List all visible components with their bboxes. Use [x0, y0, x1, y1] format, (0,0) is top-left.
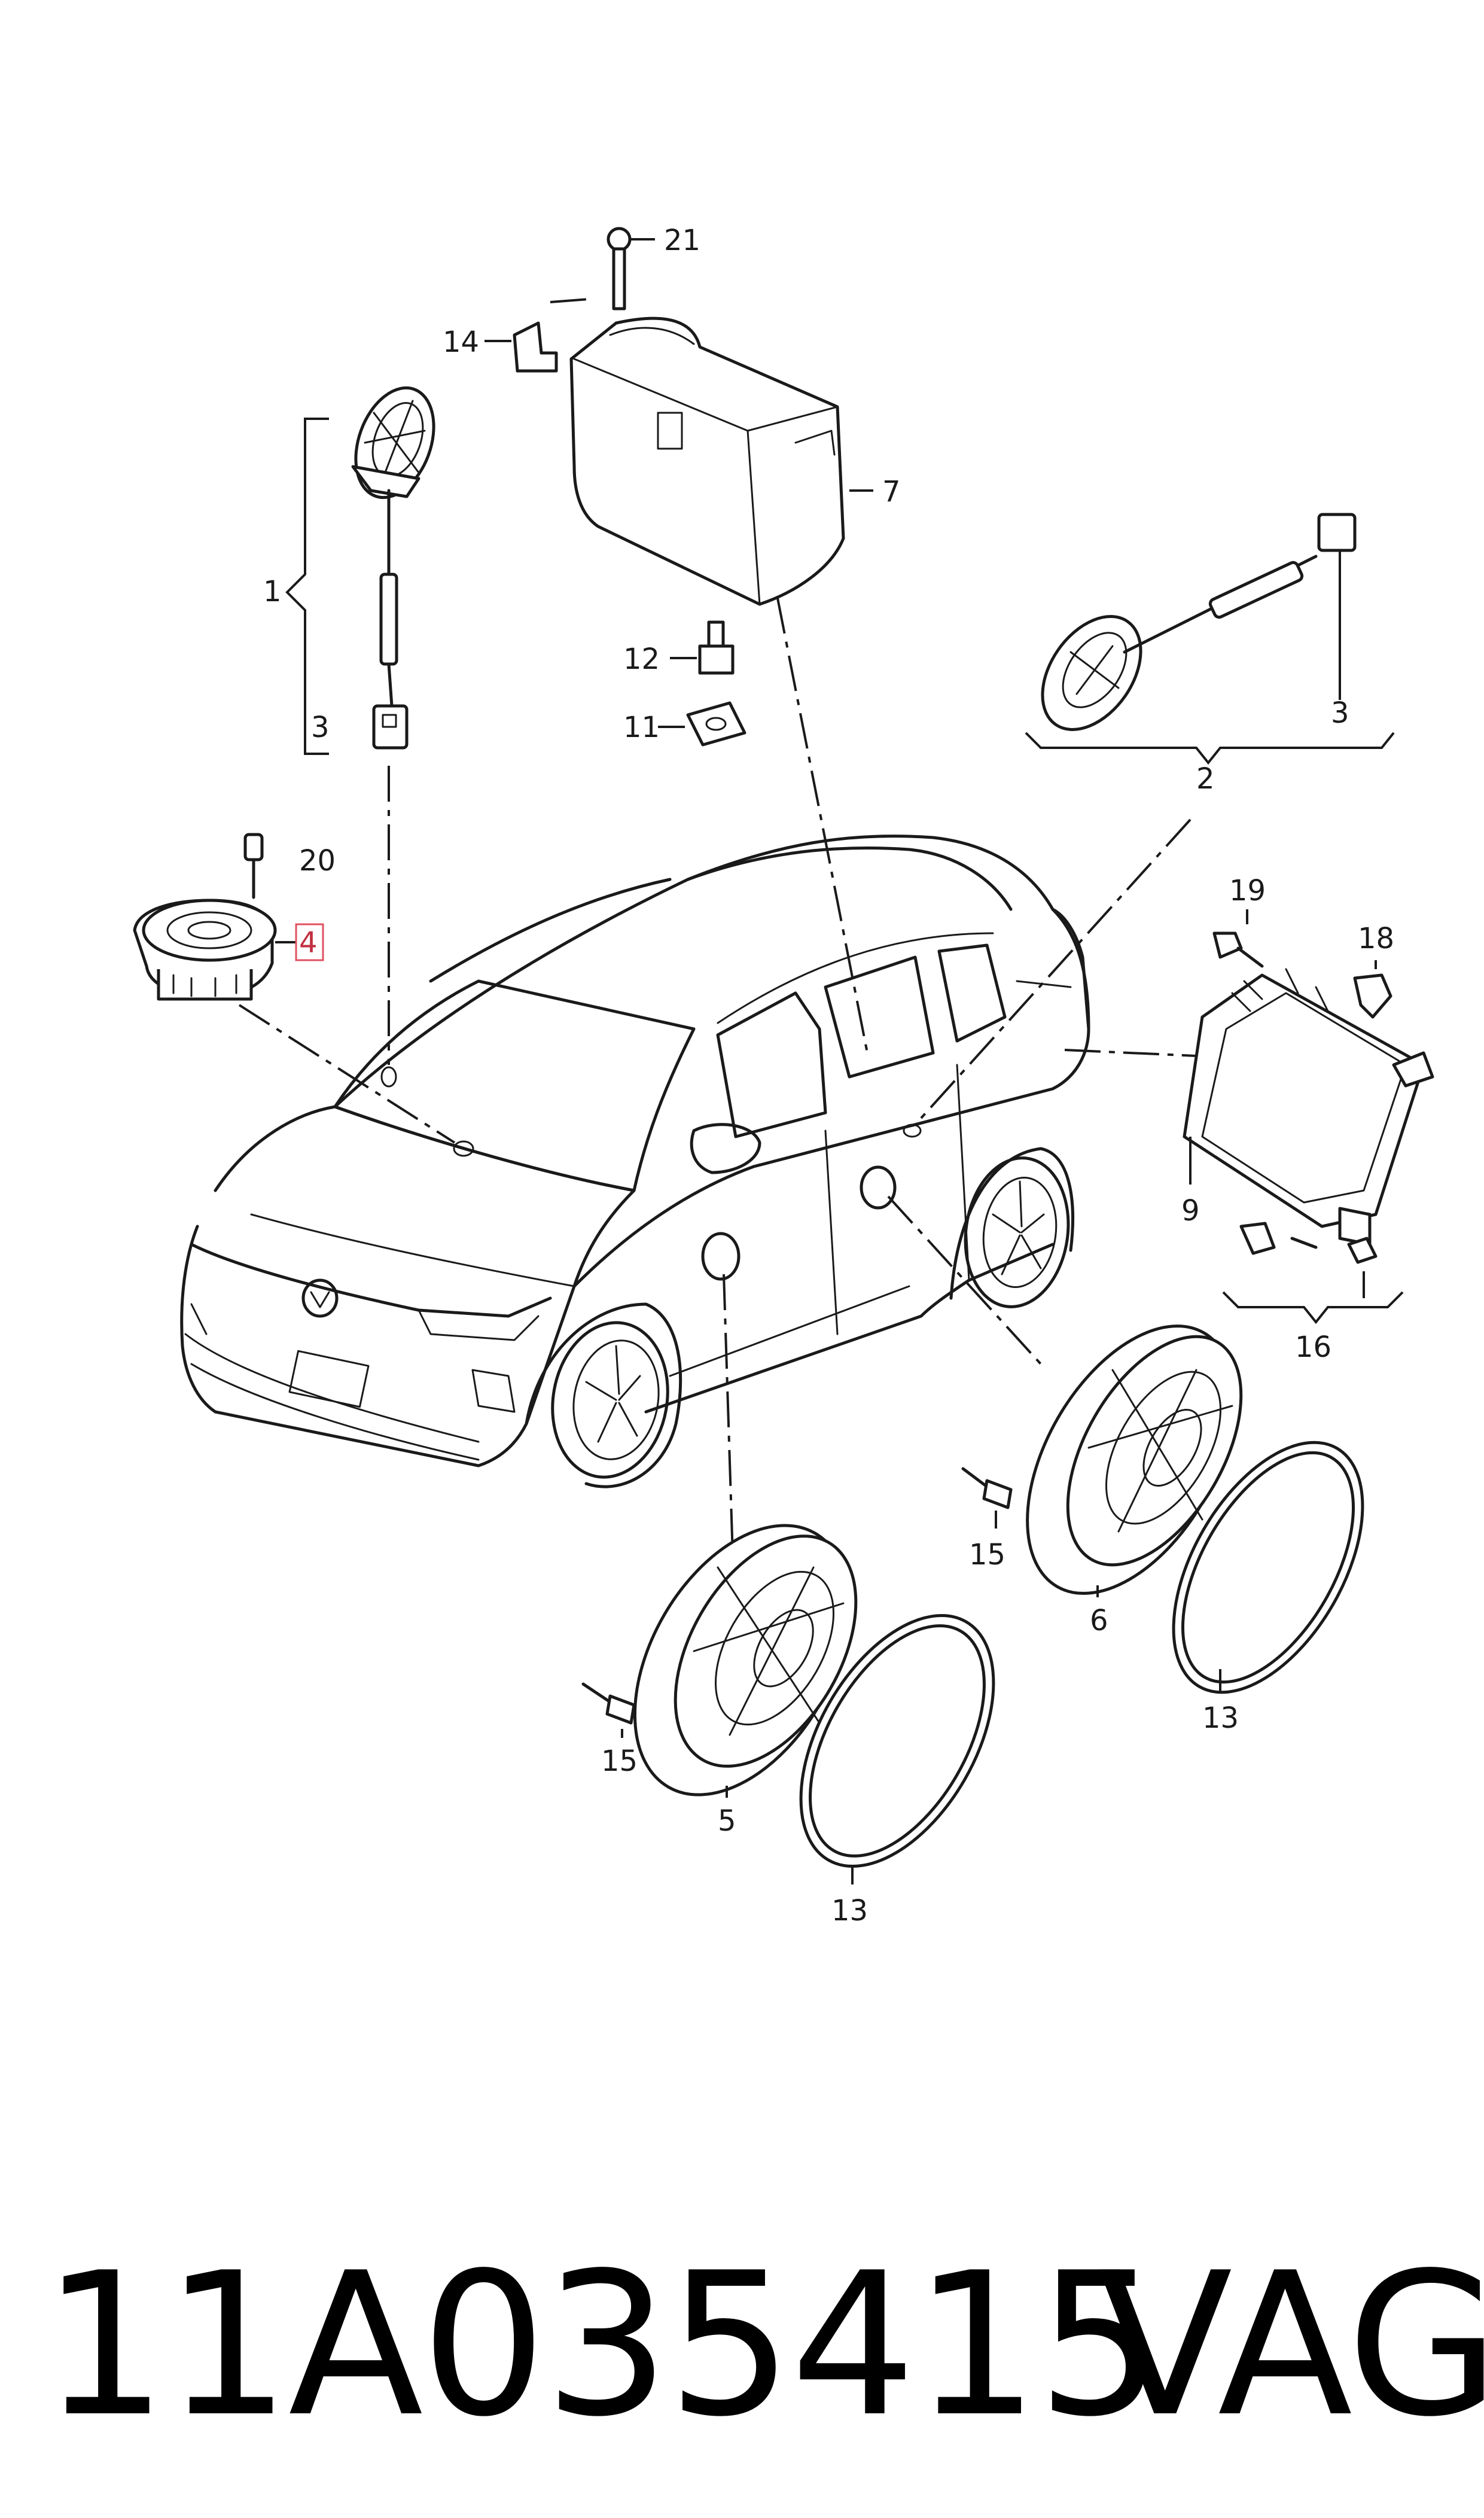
brand-label: VAG — [1098, 2230, 1484, 2460]
part-1-tweeter-assembly — [285, 386, 435, 755]
callout-20: 20 — [299, 844, 336, 878]
part-5-woofer — [581, 1524, 995, 1884]
callout-14: 14 — [443, 325, 479, 359]
callout-21: 21 — [664, 224, 700, 257]
callout-13-rear: 13 — [1202, 1701, 1239, 1735]
callout-15-front: 15 — [601, 1744, 638, 1778]
callout-18: 18 — [1358, 922, 1394, 955]
callout-5: 5 — [718, 1804, 736, 1838]
callout-16: 16 — [1295, 1330, 1331, 1364]
part-12-bolt-and-11-nut — [658, 620, 746, 747]
callout-1: 1 — [263, 575, 282, 608]
callout-labels: 21 14 7 1 3 12 11 3 2 20 4 19 18 9 16 15… — [263, 224, 1394, 1928]
part-2-tweeter-assembly — [1025, 513, 1395, 765]
part-number: 11A035415 — [42, 2230, 1162, 2460]
location-leaders — [238, 298, 1197, 1556]
part-6-woofer — [961, 1325, 1364, 1694]
callout-11: 11 — [623, 711, 660, 744]
part-7-control-unit — [484, 227, 873, 606]
callout-3-left: 3 — [311, 711, 330, 744]
callout-12: 12 — [623, 643, 660, 676]
callout-6: 6 — [1090, 1604, 1108, 1637]
callout-13-front: 13 — [831, 1894, 868, 1928]
part-9-control-module — [1183, 909, 1434, 1325]
callout-4: 4 — [299, 926, 318, 960]
callout-19: 19 — [1229, 874, 1266, 908]
callout-4-highlight — [295, 923, 324, 961]
callout-3-right: 3 — [1331, 696, 1349, 730]
callout-15-rear: 15 — [969, 1538, 1005, 1572]
part-4-speaker — [133, 833, 296, 1001]
callout-9: 9 — [1181, 1194, 1200, 1228]
vehicle-illustration — [180, 835, 1090, 1488]
callout-2: 2 — [1196, 762, 1215, 796]
callout-7: 7 — [882, 475, 901, 509]
